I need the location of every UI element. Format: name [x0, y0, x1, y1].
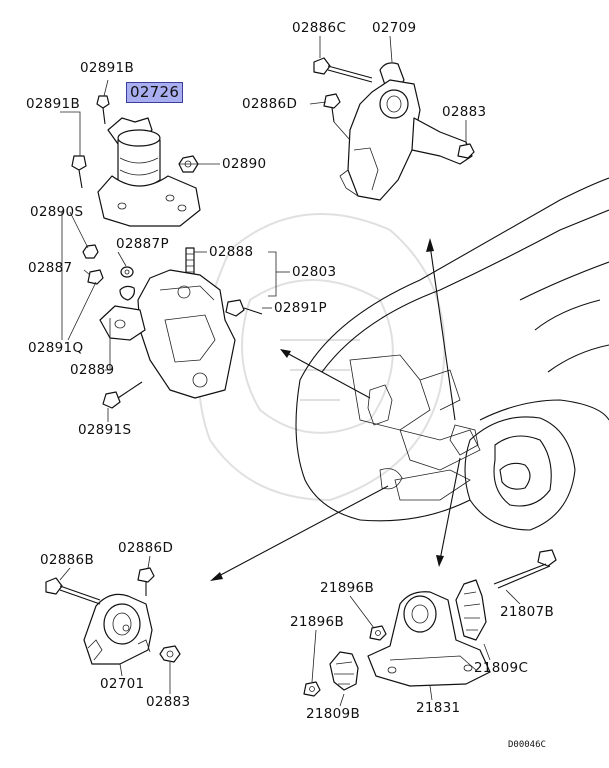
mount-bracket-21831	[367, 591, 491, 687]
nut-02890S	[82, 244, 99, 259]
leader-lines-top-left	[60, 79, 290, 422]
pointer-arrows	[210, 238, 461, 581]
vehicle-outline	[295, 177, 609, 531]
label-21809B[interactable]: 21809B	[306, 706, 361, 722]
leader-lines-top-right	[309, 35, 467, 144]
label-02883-top[interactable]: 02883	[442, 104, 487, 120]
nut-21896B-top	[369, 625, 387, 641]
bracket-02803	[99, 269, 236, 399]
bolt-02891S	[102, 381, 143, 409]
label-02886B[interactable]: 02886B	[40, 552, 95, 568]
watermark-emblem	[197, 213, 446, 502]
spacer-02887	[119, 285, 135, 301]
label-02890S[interactable]: 02890S	[30, 204, 84, 220]
label-21831[interactable]: 21831	[416, 700, 461, 716]
label-02887P[interactable]: 02887P	[116, 236, 169, 252]
label-02887[interactable]: 02887	[28, 260, 73, 276]
mount-bracket-02701	[83, 593, 153, 665]
bolt-02886C	[313, 57, 373, 83]
label-02889[interactable]: 02889	[70, 362, 115, 378]
label-02883-bottom[interactable]: 02883	[146, 694, 191, 710]
label-02709[interactable]: 02709	[372, 20, 417, 36]
nut-02883-top	[457, 143, 475, 159]
label-02803[interactable]: 02803	[292, 264, 337, 280]
nut-02883-bottom	[159, 645, 181, 663]
leader-lines-bottom-left	[59, 555, 171, 694]
bolt-02886D-bottom	[137, 567, 155, 596]
stud-02888	[185, 247, 195, 277]
label-02701[interactable]: 02701	[100, 676, 145, 692]
washer-02887P	[120, 266, 134, 278]
bolt-02886B	[45, 577, 101, 605]
stopper-21809C	[455, 579, 487, 641]
label-02891Q[interactable]: 02891Q	[28, 340, 84, 356]
label-21807B[interactable]: 21807B	[500, 604, 555, 620]
label-02886D-bottom[interactable]: 02886D	[118, 540, 174, 556]
label-02890[interactable]: 02890	[222, 156, 267, 172]
mount-insulator-02726	[97, 117, 201, 227]
label-21896B-left[interactable]: 21896B	[290, 614, 345, 630]
label-21896B-top[interactable]: 21896B	[320, 580, 375, 596]
label-21809C[interactable]: 21809C	[474, 660, 529, 676]
leader-lines-bottom-right	[311, 589, 521, 707]
label-02891B-left[interactable]: 02891B	[26, 96, 81, 112]
washer-02887	[87, 269, 104, 285]
label-02891B-top[interactable]: 02891B	[80, 60, 135, 76]
label-02888[interactable]: 02888	[209, 244, 254, 260]
stopper-21809B	[329, 651, 359, 691]
label-02726-highlighted[interactable]: 02726	[126, 82, 184, 103]
engine-bay-detail	[349, 354, 481, 501]
label-02891S[interactable]: 02891S	[78, 422, 132, 438]
bolt-02891B-top	[96, 95, 110, 125]
label-02886D-top[interactable]: 02886D	[242, 96, 298, 112]
label-02891P[interactable]: 02891P	[274, 300, 327, 316]
label-02886C[interactable]: 02886C	[292, 20, 347, 36]
mount-bracket-02709	[339, 62, 473, 201]
bolt-02886D-top	[323, 93, 341, 123]
bolt-02891B-left	[71, 155, 87, 189]
nut-21896B-left	[303, 681, 321, 697]
diagram-code: D00046C	[508, 740, 546, 750]
bolt-21807B	[493, 549, 557, 589]
bolt-02891P	[225, 299, 263, 317]
